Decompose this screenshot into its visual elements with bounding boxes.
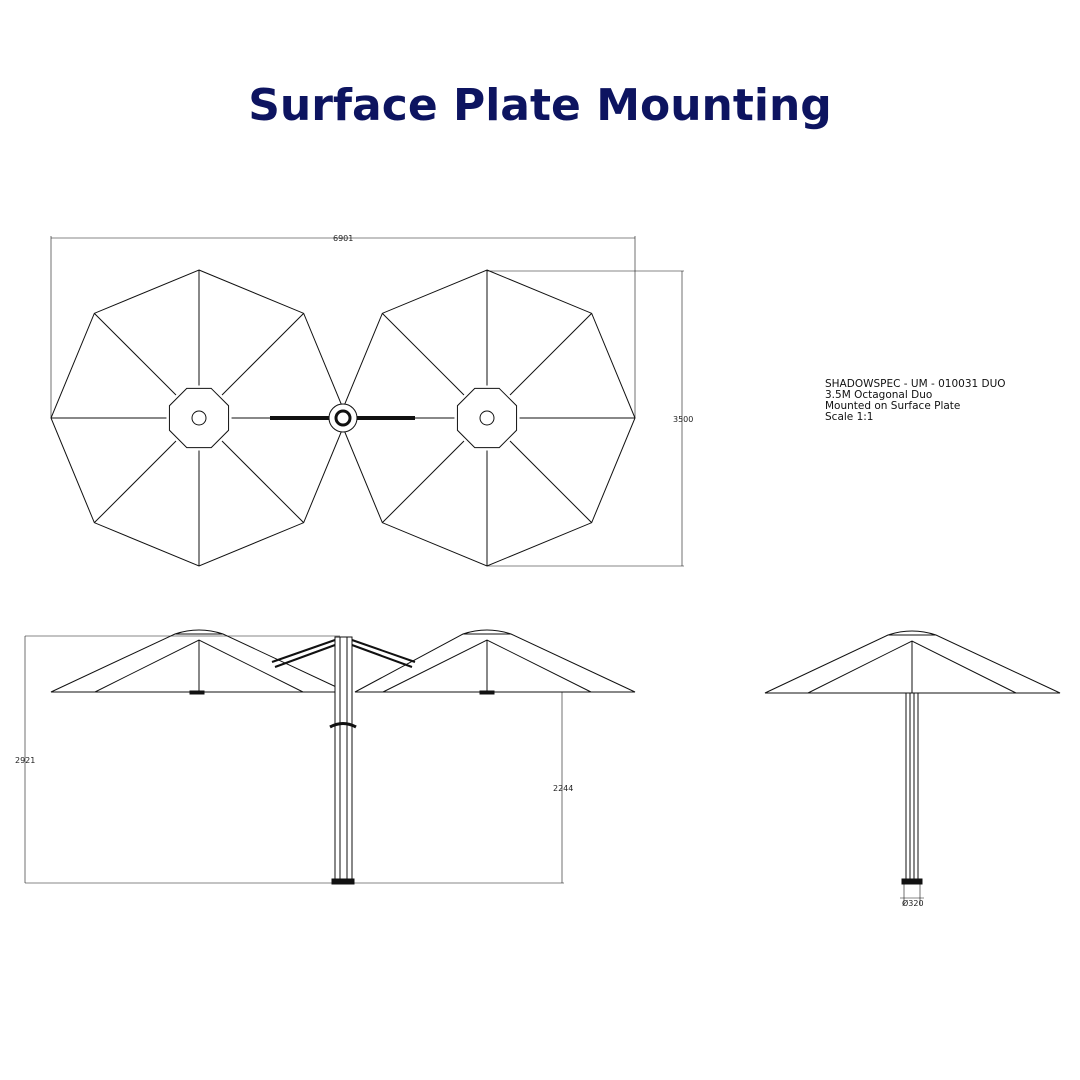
mount-type: Mounted on Surface Plate bbox=[825, 400, 961, 412]
pole-top bbox=[191, 410, 207, 426]
single-side-view bbox=[764, 630, 1061, 885]
center-pole-ring bbox=[328, 403, 358, 433]
center-pole bbox=[334, 409, 352, 427]
top-view bbox=[50, 269, 636, 567]
page-title: Surface Plate Mounting bbox=[248, 80, 832, 131]
duo-side-view bbox=[50, 629, 636, 885]
canopy-hub bbox=[456, 387, 518, 449]
product-name: 3.5M Octagonal Duo bbox=[825, 389, 933, 401]
drawing-code: SHADOWSPEC - UM - 010031 DUO bbox=[825, 378, 1006, 390]
dim-overall-width: 6901 bbox=[333, 234, 353, 243]
canopy-rib bbox=[93, 440, 177, 524]
canopy-rib bbox=[221, 440, 305, 524]
canopy-rib bbox=[93, 312, 177, 396]
canopy-rib bbox=[509, 312, 593, 396]
canopy-rib bbox=[381, 440, 465, 524]
dim-base-diameter: Ø320 bbox=[902, 898, 924, 908]
dim-canopy-depth: 3500 bbox=[673, 415, 693, 424]
canopy-hub bbox=[168, 387, 230, 449]
dim-clearance-height: 2244 bbox=[553, 784, 573, 793]
dimension-lines bbox=[24, 236, 924, 905]
title-block: SHADOWSPEC - UM - 010031 DUO 3.5M Octago… bbox=[825, 379, 1006, 423]
canopy-rib bbox=[509, 440, 593, 524]
canopy-rib bbox=[381, 312, 465, 396]
canopy-rib bbox=[221, 312, 305, 396]
pole-top bbox=[479, 410, 495, 426]
scale: Scale 1:1 bbox=[825, 411, 874, 423]
dim-overall-height: 2921 bbox=[15, 756, 35, 765]
